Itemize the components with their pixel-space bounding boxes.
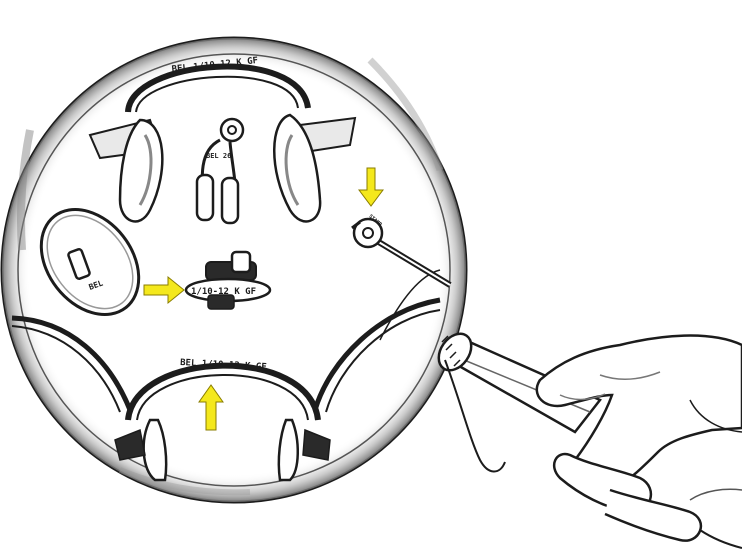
magnifier-handle bbox=[437, 332, 602, 434]
nosepad-arm: BEL 26 bbox=[195, 117, 245, 225]
nosepad-arm-stamp: BEL 26 bbox=[206, 152, 231, 160]
stamp-tool: STAMP bbox=[351, 214, 452, 288]
bottom-bridge: BEL 1/10-12 K GF bbox=[114, 358, 331, 482]
oval-pad: BEL bbox=[39, 207, 141, 317]
hand bbox=[535, 334, 742, 542]
arrow-up-icon bbox=[198, 384, 224, 431]
arrow-right-icon bbox=[143, 275, 185, 305]
cord bbox=[444, 359, 742, 549]
frame-wire bbox=[11, 269, 441, 413]
clip-tag-stamp: 1/10-12 K GF bbox=[191, 287, 256, 297]
clip-tag: 1/10-12 K GF bbox=[184, 250, 272, 310]
arrow-down-icon bbox=[358, 167, 384, 207]
bridge-bottom-stamp: BEL 1/10-12 K GF bbox=[180, 358, 267, 373]
